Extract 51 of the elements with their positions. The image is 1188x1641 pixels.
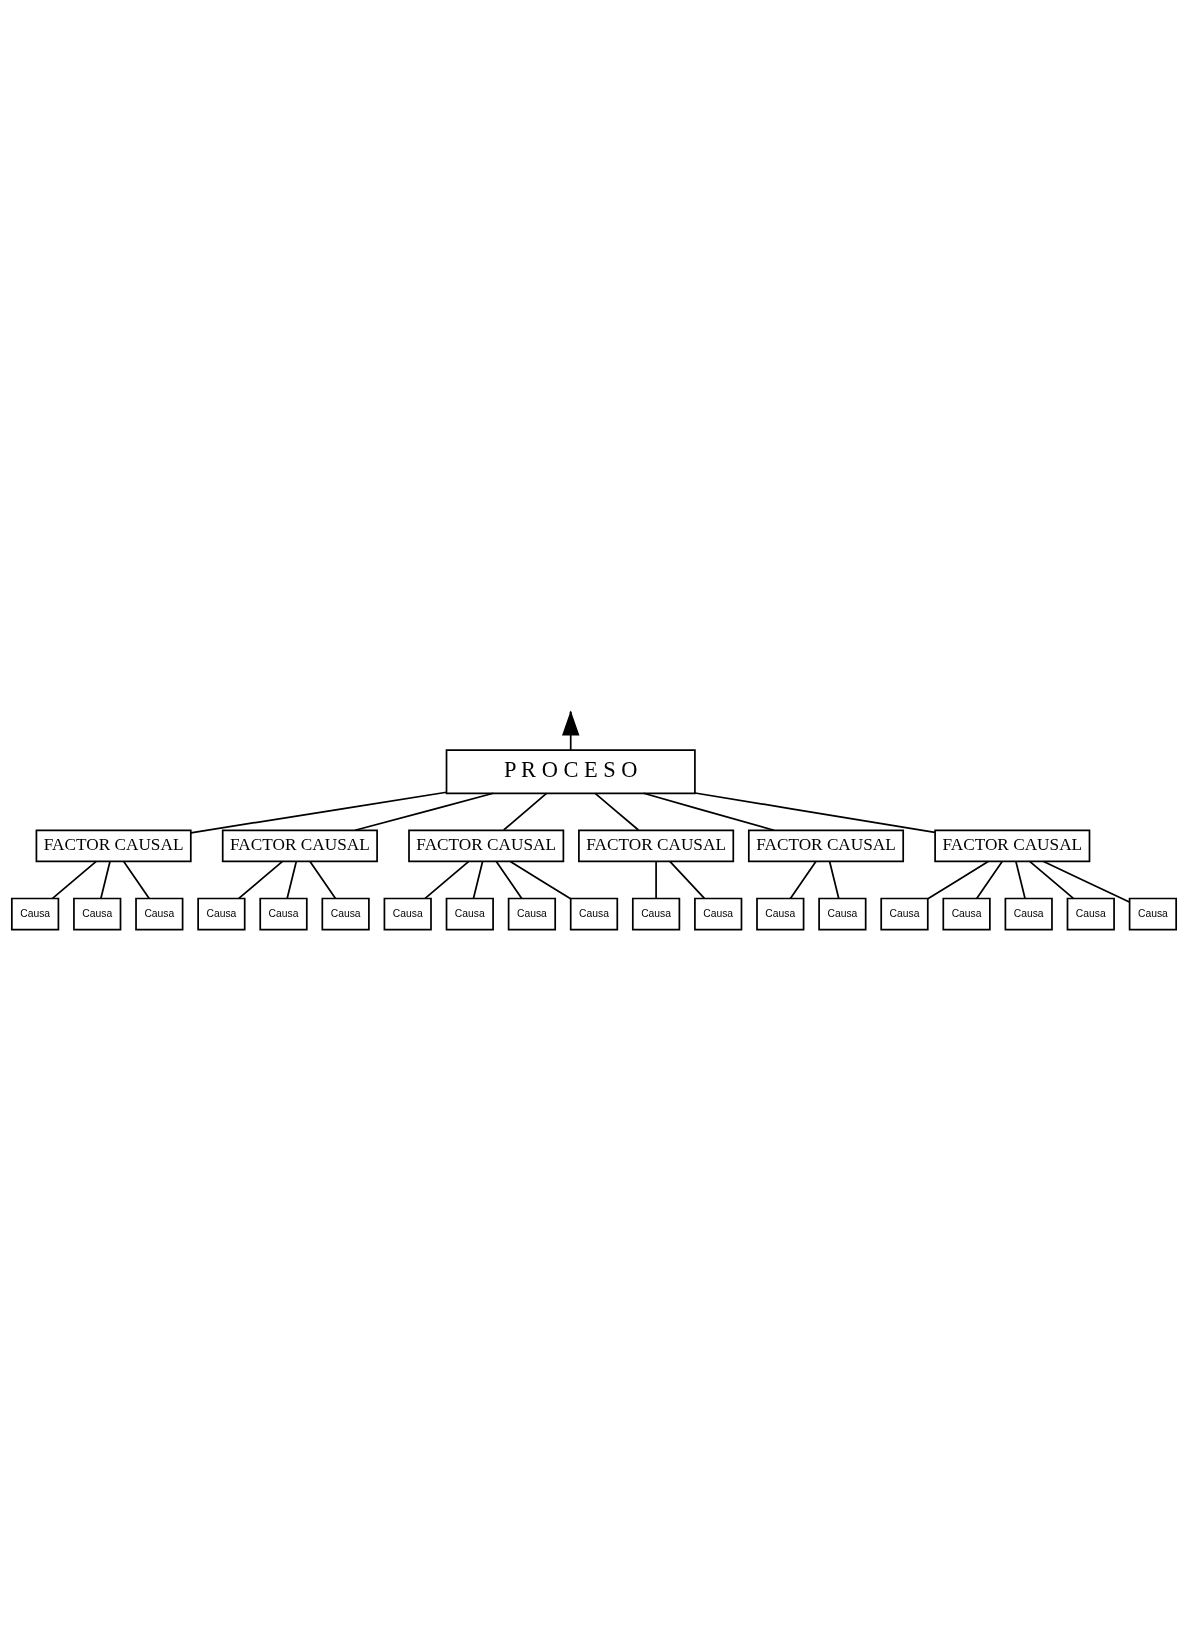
node-box: Causa — [818, 897, 867, 930]
node-box: Causa — [259, 897, 308, 930]
connector — [1028, 860, 1075, 899]
node-box: Causa — [1004, 897, 1053, 930]
node-box: FACTOR CAUSAL — [35, 829, 192, 862]
connector — [354, 791, 495, 831]
connector — [694, 791, 936, 833]
connector — [789, 860, 817, 899]
connector — [100, 860, 111, 899]
connector — [828, 860, 840, 899]
node-box: Causa — [10, 897, 60, 930]
connector — [1015, 860, 1026, 899]
connector — [502, 792, 548, 831]
connector — [286, 860, 298, 899]
node-box: FACTOR CAUSAL — [221, 829, 378, 862]
connector — [122, 860, 151, 899]
node-box: Causa — [569, 897, 619, 930]
connector — [309, 860, 337, 899]
connector — [669, 860, 706, 899]
node-box: Causa — [445, 897, 494, 930]
node-box: FACTOR CAUSAL — [934, 829, 1091, 862]
connector — [975, 860, 1004, 899]
node-box: Causa — [73, 897, 122, 930]
connector — [927, 860, 990, 900]
node-box: FACTOR CAUSAL — [408, 829, 565, 862]
node-box: Causa — [507, 897, 557, 930]
connector — [655, 860, 657, 899]
connector — [190, 790, 448, 834]
node-box: Causa — [694, 897, 743, 930]
connector — [1042, 860, 1131, 903]
node-box: Causa — [1066, 897, 1115, 930]
connector — [495, 860, 523, 899]
node-box: Causa — [383, 897, 432, 930]
connector — [642, 791, 775, 831]
connector — [51, 860, 98, 899]
connector — [472, 860, 484, 899]
connector — [594, 792, 640, 831]
node-box: Causa — [756, 897, 805, 930]
node-box: FACTOR CAUSAL — [578, 829, 735, 862]
node-box: Causa — [1128, 897, 1178, 930]
connector — [509, 860, 572, 900]
node-box: Causa — [197, 897, 246, 930]
node-box: Causa — [631, 897, 681, 930]
node-box: Causa — [942, 897, 991, 930]
node-box: FACTOR CAUSAL — [747, 829, 905, 862]
node-box: Causa — [880, 897, 929, 930]
node-box: P R O C E S O — [445, 748, 696, 794]
node-box: Causa — [135, 897, 184, 930]
node-box: Causa — [321, 897, 370, 930]
connector — [424, 860, 470, 899]
connector — [238, 860, 284, 899]
